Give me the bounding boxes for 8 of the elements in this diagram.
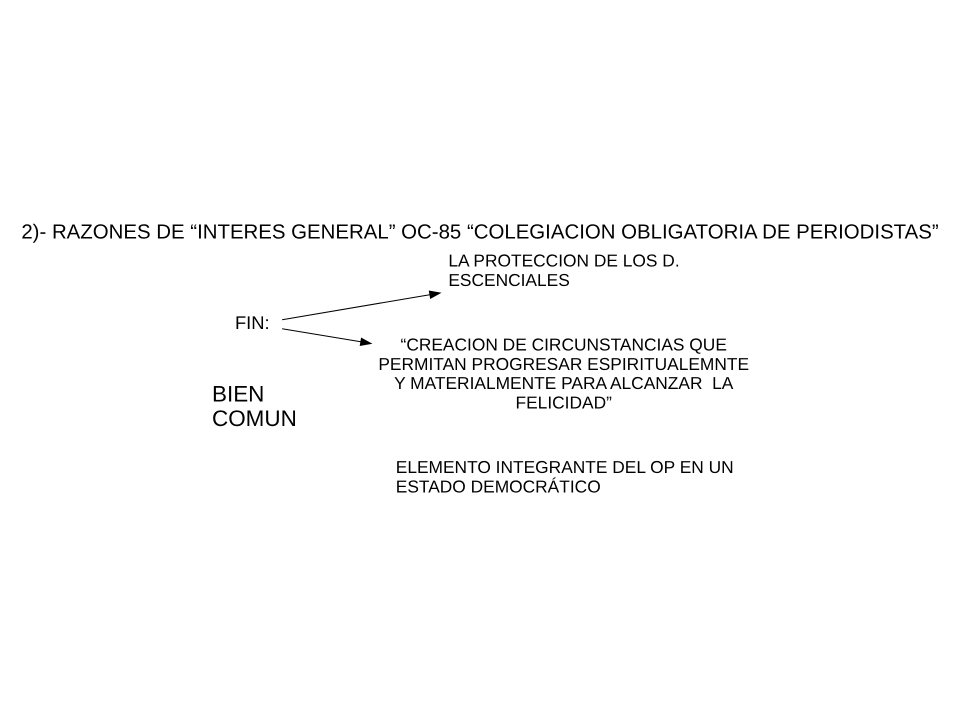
node-text: LA PROTECCION DE LOS D. ESCENCIALES [448, 250, 680, 290]
node-text: ELEMENTO INTEGRANTE DEL OP EN UN ESTADO DEMOCRÁTICO [396, 456, 734, 496]
node-text: “CREACION DE CIRCUNSTANCIAS QUE PERMITAN PROGRESAR ESPIRITUALEMNTE Y MATERIALMENTE PARA ALCANZAR LA FELICIDAD” [378, 334, 750, 413]
arrow [282, 290, 442, 320]
diagram-title: 2)- RAZONES DE “INTERES GENERAL” OC-85 “COLEGIACION OBLIGATORIA DE PERIODISTAS” [21, 222, 939, 244]
arrow [282, 328, 372, 346]
node-text: BIEN COMUN [212, 381, 297, 431]
node-text: FIN: [234, 312, 270, 333]
